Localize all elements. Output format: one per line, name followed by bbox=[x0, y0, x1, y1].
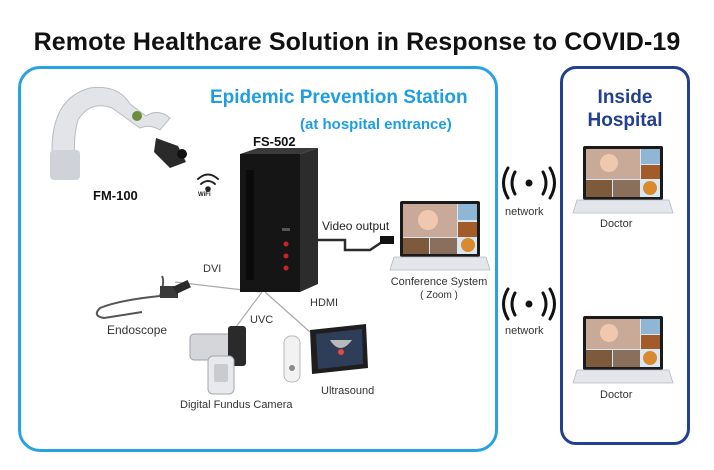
pc-label: FS-502 bbox=[253, 134, 296, 149]
network-signal-icon bbox=[502, 287, 556, 321]
headset-label: FM-100 bbox=[93, 188, 138, 203]
conference-label: Conference System bbox=[390, 276, 488, 288]
fundus-camera-label: Digital Fundus Camera bbox=[180, 399, 293, 411]
wifi-label: WiFi bbox=[198, 192, 211, 198]
hdmi-label: HDMI bbox=[310, 297, 339, 309]
network-label: network bbox=[505, 206, 544, 218]
doctor-label: Doctor bbox=[600, 218, 633, 230]
network-label: network bbox=[505, 325, 544, 337]
ultrasound-probe-icon bbox=[283, 335, 301, 383]
inside-hospital-frame bbox=[560, 66, 690, 445]
station-subtitle: (at hospital entrance) bbox=[300, 116, 452, 133]
ultrasound-label: Ultrasound bbox=[321, 385, 375, 397]
pc-tower-icon bbox=[240, 148, 318, 292]
endoscope-label: Endoscope bbox=[107, 323, 168, 337]
video-cable bbox=[318, 236, 394, 252]
hospital-title-line1: Inside bbox=[597, 87, 653, 108]
fundus-camera-icon bbox=[189, 326, 246, 395]
doctor-laptop-icon bbox=[572, 316, 674, 384]
doctor-label: Doctor bbox=[600, 389, 633, 401]
endoscope-icon bbox=[95, 275, 191, 320]
video-output-label: Video output bbox=[322, 219, 390, 233]
network-signal-icon bbox=[502, 166, 556, 200]
conference-sublabel: ( Zoom ) bbox=[420, 290, 458, 301]
hospital-title-line2: Hospital bbox=[587, 110, 663, 131]
doctor-laptop-icon bbox=[572, 146, 674, 214]
wifi-icon bbox=[197, 173, 219, 192]
station-title: Epidemic Prevention Station bbox=[210, 87, 468, 108]
uvc-label: UVC bbox=[250, 314, 274, 326]
epidemic-station-frame bbox=[18, 66, 498, 452]
headset-icon bbox=[50, 86, 187, 180]
ultrasound-tablet-icon bbox=[310, 324, 368, 374]
page-title: Remote Healthcare Solution in Response t… bbox=[33, 28, 681, 56]
conference-laptop-icon bbox=[389, 201, 491, 271]
dvi-label: DVI bbox=[203, 263, 222, 275]
